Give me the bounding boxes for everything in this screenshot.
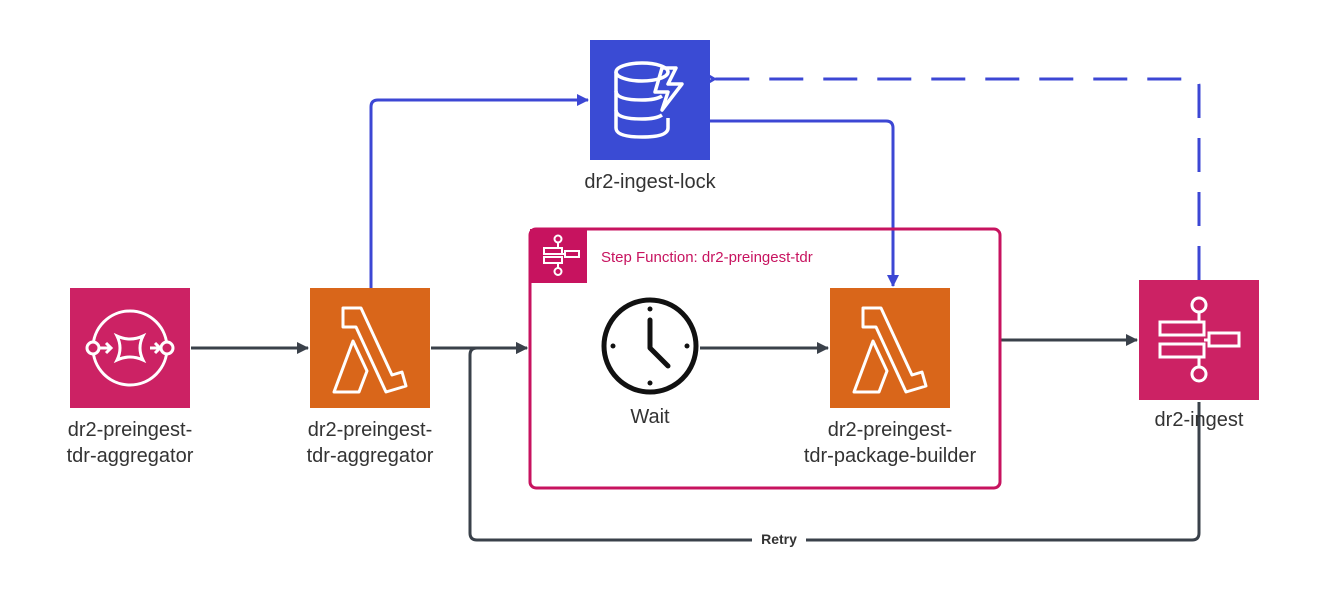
- dynamodb-icon: [590, 40, 710, 160]
- ingest-label: dr2-ingest: [1155, 409, 1244, 431]
- aggregator-lambda-node[interactable]: dr2-preingest- tdr-aggregator: [307, 288, 434, 467]
- sqs-queue-node[interactable]: dr2-preingest- tdr-aggregator: [67, 288, 194, 467]
- sqs-label-line2: tdr-aggregator: [67, 445, 194, 467]
- package-builder-lambda-node[interactable]: dr2-preingest- tdr-package-builder: [804, 288, 977, 467]
- lock-to-package-builder-connector: [710, 119, 899, 287]
- step-functions-icon: [1139, 280, 1259, 400]
- retry-label: Retry: [761, 531, 797, 547]
- lambda-icon: [830, 288, 950, 408]
- aggregator-lambda-label-line2: tdr-aggregator: [307, 445, 434, 467]
- wait-label: Wait: [630, 406, 670, 428]
- step-functions-icon: [530, 229, 587, 283]
- ingest-node[interactable]: dr2-ingest: [1139, 280, 1259, 431]
- package-builder-label-line1: dr2-preingest-: [828, 419, 953, 441]
- step-function-title: Step Function: dr2-preingest-tdr: [601, 249, 813, 266]
- aggregator-lambda-label-line1: dr2-preingest-: [308, 419, 433, 441]
- lambda-icon: [310, 288, 430, 408]
- lock-table-node[interactable]: dr2-ingest-lock: [584, 40, 717, 193]
- sqs-queue-icon: [70, 288, 190, 408]
- step-function-container[interactable]: Step Function: dr2-preingest-tdr: [528, 227, 1002, 490]
- wait-node[interactable]: Wait: [601, 297, 699, 428]
- sqs-label-line1: dr2-preingest-: [68, 419, 193, 441]
- package-builder-label-line2: tdr-package-builder: [804, 445, 977, 467]
- ingest-to-lock-connector: [714, 79, 1201, 280]
- lambda-to-lock-connector: [369, 94, 589, 288]
- clock-icon: [601, 297, 699, 395]
- lock-table-label: dr2-ingest-lock: [584, 171, 716, 193]
